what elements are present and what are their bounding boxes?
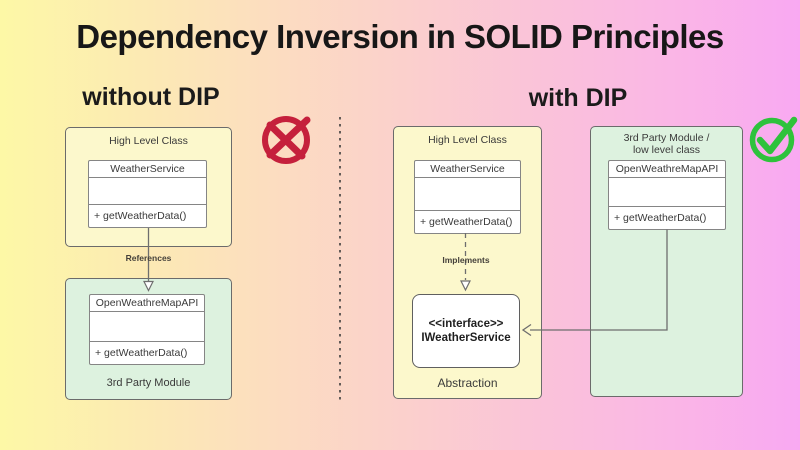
left-high-level-label: High Level Class [109,135,188,147]
abstraction-label: Abstraction [437,376,498,390]
left-third-party-container: OpenWeathreMapAPI + getWeatherData() 3rd… [65,278,232,400]
cross-icon [262,116,311,164]
right-weatherservice-class-box: WeatherService + getWeatherData() [414,160,521,234]
class-name: WeatherService [89,161,206,178]
left-third-party-label: 3rd Party Module [106,377,191,389]
page-title: Dependency Inversion in SOLID Principles [76,18,724,55]
right-openweathremapapi-class-box: OpenWeathreMapAPI + getWeatherData() [608,160,726,230]
iweatherservice-interface-box: <<interface>> IWeatherService [412,294,520,368]
class-attributes-section [415,178,520,210]
check-icon [749,116,798,163]
right-third-party-label: 3rd Party Module / low level class [591,132,742,156]
class-method: + getWeatherData() [90,341,204,364]
section-heading-without-dip: without DIP [82,83,220,111]
section-heading-with-dip: with DIP [528,84,628,112]
class-attributes-section [89,178,206,204]
left-openweathremapapi-class-box: OpenWeathreMapAPI + getWeatherData() [89,294,205,365]
class-method: + getWeatherData() [609,206,725,229]
right-high-level-container: High Level Class WeatherService + getWea… [393,126,542,399]
right-third-party-label-line2: low level class [632,144,701,156]
class-name: OpenWeathreMapAPI [90,295,204,312]
class-name: OpenWeathreMapAPI [609,161,725,178]
class-method: + getWeatherData() [89,204,206,227]
class-name: WeatherService [415,161,520,178]
left-weatherservice-class-box: WeatherService + getWeatherData() [88,160,207,228]
class-method: + getWeatherData() [415,210,520,233]
right-third-party-label-line1: 3rd Party Module / [623,132,710,144]
right-third-party-container: 3rd Party Module / low level class OpenW… [590,126,743,397]
connector-label-references: References [125,253,172,263]
interface-stereotype: <<interface>> [428,318,504,330]
interface-name: IWeatherService [421,332,511,344]
class-attributes-section [90,312,204,341]
right-high-level-label: High Level Class [428,134,507,146]
left-high-level-container: High Level Class WeatherService + getWea… [65,127,232,247]
class-attributes-section [609,178,725,206]
connector-label-implements: Implements [442,255,490,265]
